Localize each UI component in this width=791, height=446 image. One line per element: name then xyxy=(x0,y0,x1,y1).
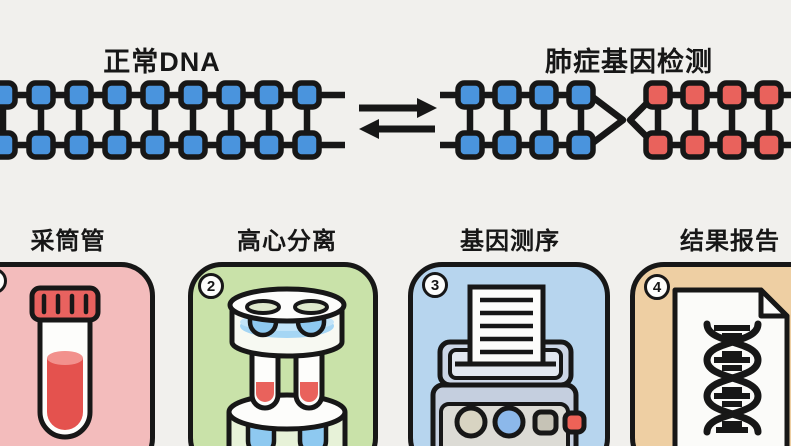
sequencer-icon xyxy=(430,284,587,446)
centrifuge-icon xyxy=(226,286,348,446)
blood-tube-icon xyxy=(29,285,101,440)
step4-number-badge: 4 xyxy=(644,274,670,300)
step1-title: 采筒管 xyxy=(30,228,106,255)
equilibrium-arrows-icon xyxy=(359,98,437,139)
step3-title: 基因测序 xyxy=(460,228,560,255)
report-icon xyxy=(672,287,790,446)
mutated-dna-ladder xyxy=(440,80,791,160)
step3-number-badge: 3 xyxy=(422,272,448,298)
step2-number-badge: 2 xyxy=(198,273,224,299)
normal-dna-title: 正常DNA xyxy=(103,47,221,77)
step4-title: 结果报告 xyxy=(680,228,780,255)
step4-card xyxy=(630,262,791,446)
dna-helix-icon xyxy=(703,320,762,436)
step3-card xyxy=(408,262,610,446)
step1-card xyxy=(0,262,155,446)
mutation-test-title: 肺症基因检测 xyxy=(545,47,713,77)
step2-title: 高心分离 xyxy=(237,228,337,255)
normal-dna-ladder xyxy=(0,80,345,160)
